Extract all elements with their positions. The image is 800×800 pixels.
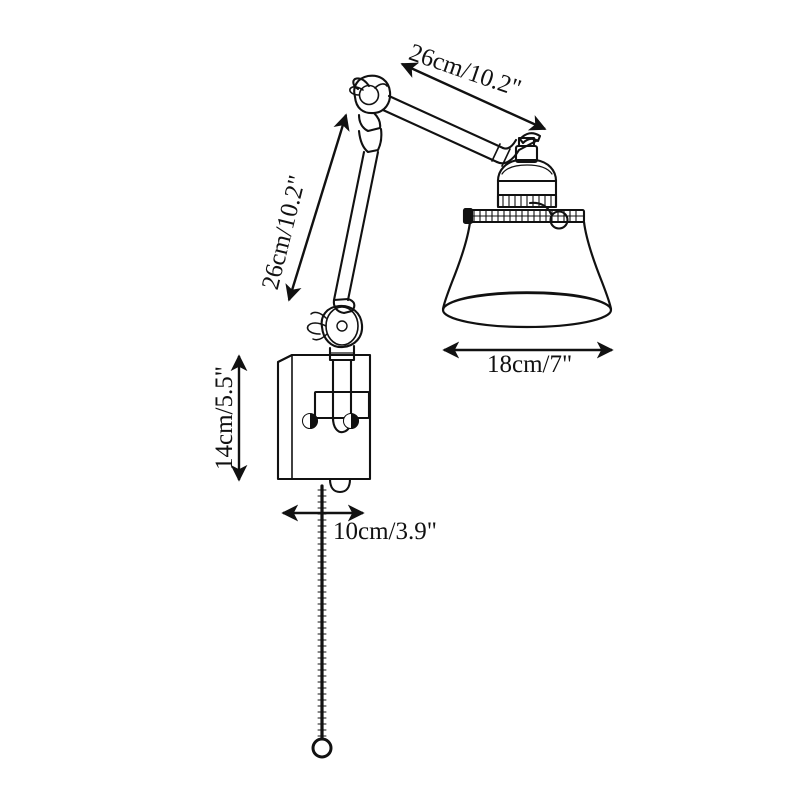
elbow-knuckle-joint	[349, 74, 392, 154]
dimension-label-plate-height: 14cm/5.5"	[211, 366, 238, 470]
lamp-shade	[441, 220, 613, 329]
mounting-screw-holes	[301, 412, 360, 430]
base-knuckle-joint	[306, 304, 364, 362]
backplate-stem	[313, 358, 371, 434]
dimension-arrow-top-arm	[400, 62, 547, 131]
pull-chain	[311, 484, 333, 759]
wall-backplate	[276, 353, 372, 494]
dimension-arrow-lower-arm	[285, 113, 350, 302]
upper-swing-arm	[381, 94, 542, 167]
lower-swing-arm	[332, 150, 380, 315]
shade-ring	[462, 201, 586, 230]
dimension-label-shade-width: 18cm/7"	[487, 351, 573, 378]
dimension-label-plate-width: 10cm/3.9"	[333, 518, 437, 545]
